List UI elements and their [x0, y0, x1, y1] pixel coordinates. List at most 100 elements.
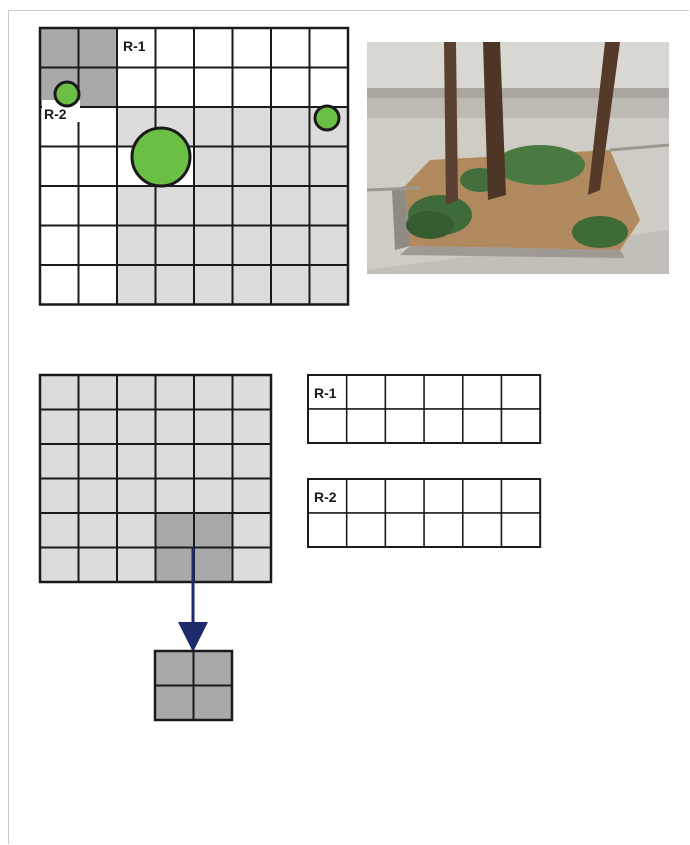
grid-cell: [156, 479, 195, 514]
grid-cell: [117, 513, 156, 548]
grid-cell: [385, 375, 424, 409]
grid-cell: [502, 375, 541, 409]
grid-cell: [502, 479, 541, 513]
grid-cell: [40, 186, 79, 226]
grid-cell: [156, 68, 195, 108]
grid-cell: [40, 265, 79, 305]
grid-cell: [194, 548, 233, 583]
grid-cell: [40, 147, 79, 187]
grid-cell: [271, 265, 310, 305]
grid-cell: [194, 186, 233, 226]
grid-cell: [310, 226, 349, 266]
grid-cell: [194, 147, 233, 187]
grid-cell: [271, 186, 310, 226]
grid-cell: [194, 444, 233, 479]
tree-crown-small: [315, 106, 339, 130]
grid-cell: [310, 265, 349, 305]
grid-cell: [347, 375, 386, 409]
grid-cell: [40, 444, 79, 479]
grid-cell: [40, 375, 79, 410]
grid-cell: [194, 265, 233, 305]
grid-cell: [194, 68, 233, 108]
grid-cell: [79, 147, 118, 187]
grid-cell: [79, 107, 118, 147]
grid-cell: [271, 28, 310, 68]
grid-cell: [117, 375, 156, 410]
region-2-table-label: R-2: [314, 489, 337, 505]
grid-cell: [156, 548, 195, 583]
grid-cell: [424, 409, 463, 443]
grid-cell: [271, 107, 310, 147]
grid-cell: [463, 409, 502, 443]
grid-cell: [385, 479, 424, 513]
grid-cell: [156, 410, 195, 445]
grid-cell: [156, 444, 195, 479]
tree-crown-large: [132, 128, 190, 186]
grid-cell: [40, 410, 79, 445]
grid-cell: [310, 147, 349, 187]
grid-cell: [385, 409, 424, 443]
grid-cell: [79, 375, 118, 410]
grid-cell: [347, 409, 386, 443]
grid-cell: [271, 147, 310, 187]
grid-cell: [310, 68, 349, 108]
grid-cell: [194, 410, 233, 445]
grid-cell: [156, 375, 195, 410]
grid-cell: [117, 265, 156, 305]
grid-cell: [40, 548, 79, 583]
grid-cell: [424, 513, 463, 547]
grid-cell: [233, 28, 272, 68]
grid-cell: [117, 410, 156, 445]
grid-cell: [194, 107, 233, 147]
region-1-table-label: R-1: [314, 385, 337, 401]
grid-cell: [308, 513, 347, 547]
grid-cell: [194, 479, 233, 514]
grid-cell: [233, 107, 272, 147]
grid-cell: [233, 226, 272, 266]
grid-cell: [233, 265, 272, 305]
canopy-grid: [40, 28, 348, 305]
grid-cell: [117, 186, 156, 226]
analysis-grid: [40, 375, 271, 582]
tree-planter-photo: [367, 42, 669, 274]
grid-cell: [194, 513, 233, 548]
grid-cell: [156, 226, 195, 266]
grid-cell: [117, 68, 156, 108]
grid-cell: [233, 186, 272, 226]
grid-cell: [117, 444, 156, 479]
grid-cell: [79, 265, 118, 305]
grid-cell: [347, 479, 386, 513]
grid-cell: [233, 147, 272, 187]
grid-cell: [385, 513, 424, 547]
grid-cell: [424, 375, 463, 409]
grid-cell: [463, 375, 502, 409]
tree-crown-small: [55, 82, 79, 106]
grid-cell: [233, 479, 272, 514]
grid-cell: [194, 226, 233, 266]
grid-cell: [79, 479, 118, 514]
grid-cell: [117, 226, 156, 266]
grid-cell: [117, 548, 156, 583]
grid-cell: [310, 28, 349, 68]
grid-cell: [79, 513, 118, 548]
grid-cell: [79, 226, 118, 266]
grid-cell: [347, 513, 386, 547]
grid-cell: [310, 186, 349, 226]
grid-cell: [233, 375, 272, 410]
grid-cell: [233, 513, 272, 548]
grid-cell: [155, 651, 194, 686]
grid-cell: [308, 409, 347, 443]
grid-cell: [156, 186, 195, 226]
grid-cell: [156, 513, 195, 548]
aggregated-block: [155, 651, 232, 720]
grid-cell: [40, 479, 79, 514]
grid-cell: [117, 479, 156, 514]
grid-cell: [194, 28, 233, 68]
grid-cell: [502, 409, 541, 443]
grid-cell: [155, 686, 194, 721]
grid-cell: [79, 444, 118, 479]
grid-cell: [40, 226, 79, 266]
grid-cell: [463, 479, 502, 513]
grid-cell: [156, 28, 195, 68]
